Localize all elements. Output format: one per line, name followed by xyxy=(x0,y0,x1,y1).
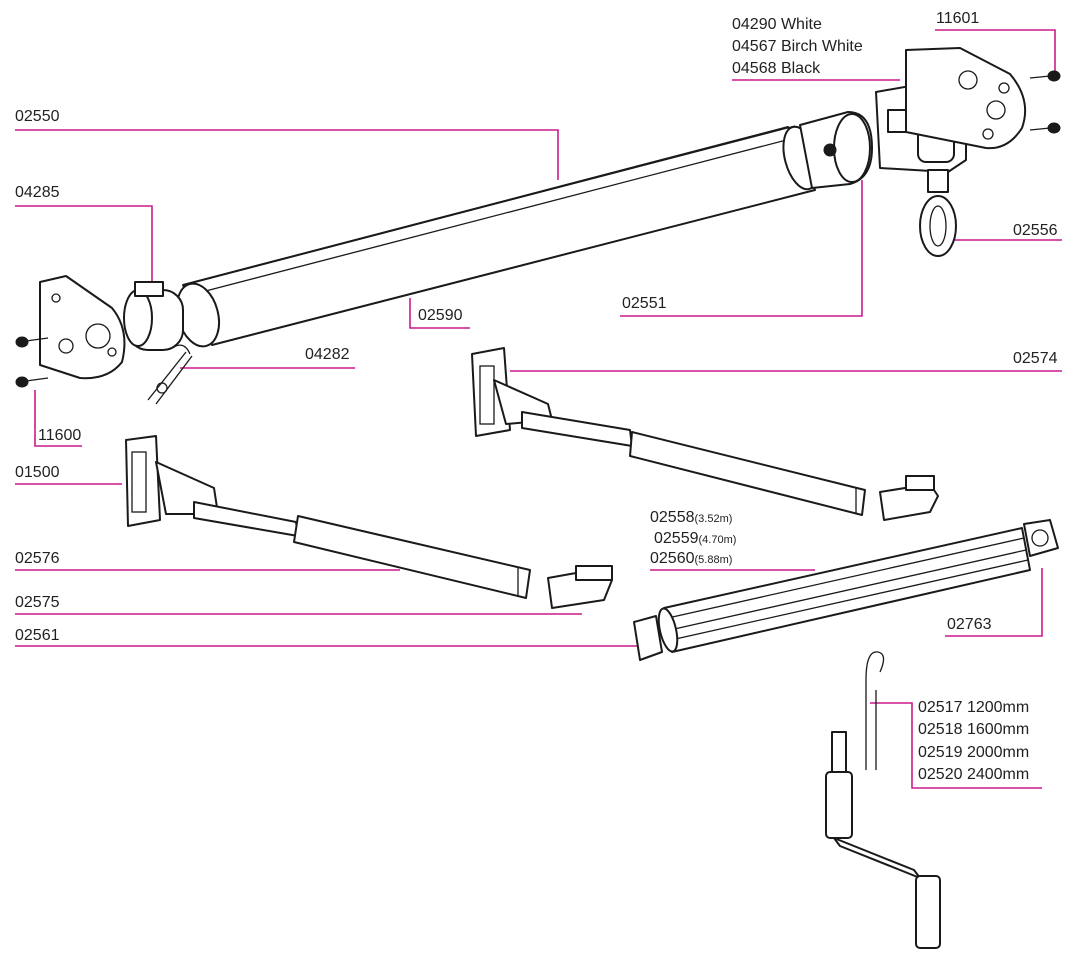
leader-lines xyxy=(15,29,1062,789)
label-02559-length: (4.70m) xyxy=(698,534,737,546)
label-04567: 04567 Birch White xyxy=(732,38,863,55)
label-02519: 02519 2000mm xyxy=(918,744,1030,761)
label-02551: 02551 xyxy=(622,295,667,312)
label-02518: 02518 1600mm xyxy=(918,721,1030,738)
screw-11601-top xyxy=(1029,70,1061,82)
right-coupling xyxy=(799,111,873,189)
label-02576: 02576 xyxy=(15,550,60,567)
label-02560-code: 02560 xyxy=(650,550,695,567)
roller-tube xyxy=(175,125,820,348)
screw-11600-top xyxy=(15,336,49,348)
label-04282: 04282 xyxy=(305,346,350,363)
leader-02763 xyxy=(945,568,1043,637)
crank-handle xyxy=(825,651,941,949)
screw-11600-bottom xyxy=(15,376,49,388)
label-11601: 11601 xyxy=(936,10,980,27)
label-02520: 02520 2400mm xyxy=(918,766,1030,783)
label-02559: 02559(4.70m) xyxy=(654,528,736,551)
label-04285: 04285 xyxy=(15,184,60,201)
label-02517: 02517 1200mm xyxy=(918,699,1030,716)
label-02575: 02575 xyxy=(15,594,60,611)
leader-02550 xyxy=(15,129,559,180)
left-bracket xyxy=(39,275,126,380)
label-02590: 02590 xyxy=(418,307,463,324)
label-04568: 04568 Black xyxy=(732,60,821,77)
leader-02517 xyxy=(870,702,1042,789)
leader-11600 xyxy=(34,390,82,447)
crank-eye xyxy=(919,169,957,257)
front-bar-end-cap-right xyxy=(1023,519,1059,557)
label-04290: 04290 White xyxy=(732,16,822,33)
label-02558-length: (3.52m) xyxy=(694,513,733,525)
screw-11601-bottom xyxy=(1029,122,1061,134)
leader-02551 xyxy=(620,180,863,317)
label-02560: 02560(5.88m) xyxy=(650,548,732,571)
arm-end-connector-02575 xyxy=(547,565,613,609)
label-02558: 02558(3.52m) xyxy=(650,507,732,530)
front-bar xyxy=(657,527,1031,653)
label-11600: 11600 xyxy=(38,427,82,444)
label-01500: 01500 xyxy=(15,464,60,481)
label-02556: 02556 xyxy=(1013,222,1058,239)
front-bar-end-cap-left xyxy=(633,615,663,661)
leader-04285 xyxy=(15,205,153,285)
label-02574: 02574 xyxy=(1013,350,1058,367)
leader-02590 xyxy=(409,298,470,329)
right-bracket xyxy=(905,47,1026,150)
right-arm-end-connector xyxy=(879,475,939,521)
label-02550: 02550 xyxy=(15,108,60,125)
leader-11601 xyxy=(935,29,1056,78)
spring-pin xyxy=(147,344,193,405)
left-arm xyxy=(125,435,531,599)
label-02560-length: (5.88m) xyxy=(694,554,733,566)
right-arm xyxy=(471,347,866,516)
label-02763: 02763 xyxy=(947,616,992,633)
left-end-cap xyxy=(123,281,184,351)
label-02558-code: 02558 xyxy=(650,509,695,526)
label-02561: 02561 xyxy=(15,627,60,644)
label-02559-code: 02559 xyxy=(654,530,699,547)
